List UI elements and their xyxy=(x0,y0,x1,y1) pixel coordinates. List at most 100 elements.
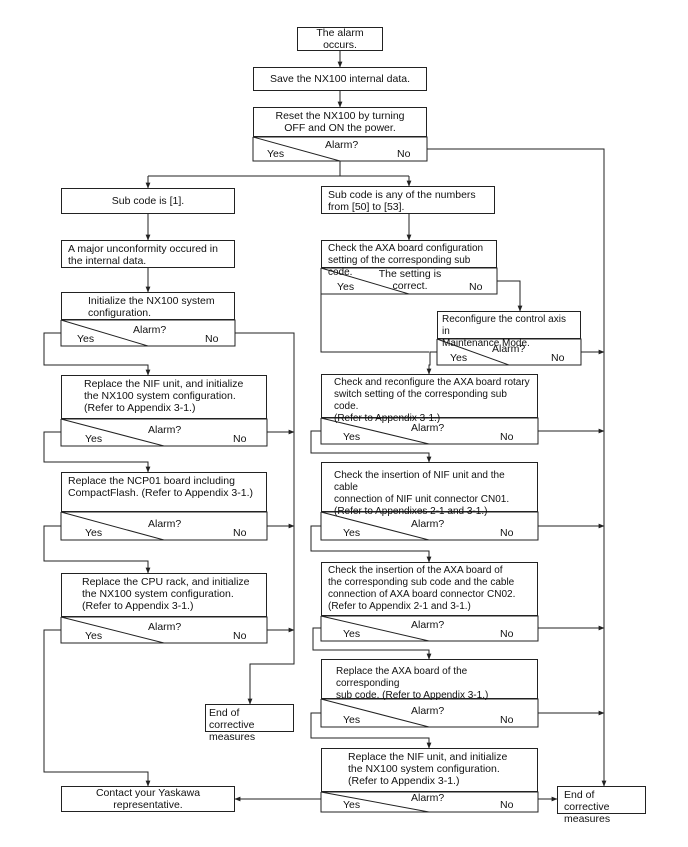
decision-nif-right-no: No xyxy=(500,799,514,811)
decision-nif-ins-question: Alarm? xyxy=(411,518,445,530)
decision-axa-ins-shape xyxy=(320,615,539,642)
sub-code-50-53-box: Sub code is any of the numbers from [50]… xyxy=(321,186,495,214)
replace-ncp01-box: Replace the NCP01 board including Compac… xyxy=(61,472,267,512)
decision-axa-rep-no: No xyxy=(500,714,514,726)
replace-nif-left-box: Replace the NIF unit, and initialize the… xyxy=(61,375,267,419)
decision-nif-left-question: Alarm? xyxy=(148,424,182,436)
decision-axa-rep-question: Alarm? xyxy=(411,705,445,717)
decision-reset-question: Alarm? xyxy=(325,139,359,151)
alarm-occurs-text: The alarm occurs. xyxy=(316,27,364,51)
replace-axa-text: Replace the AXA board of the correspondi… xyxy=(336,666,489,701)
alarm-occurs-box: The alarm occurs. xyxy=(297,27,383,51)
decision-ncp01-shape xyxy=(60,511,268,541)
end-left-text: End of corrective measures xyxy=(209,707,256,743)
decision-cpu-question: Alarm? xyxy=(148,621,182,633)
connector-rotary-yes xyxy=(310,430,432,463)
init-system-box: Initialize the NX100 system configuratio… xyxy=(61,292,235,320)
decision-rotary-question: Alarm? xyxy=(411,422,445,434)
major-unconformity-box: A major unconformity occured in the inte… xyxy=(61,240,235,268)
connector-init-no xyxy=(235,332,295,705)
replace-nif-right-text: Replace the NIF unit, and initialize the… xyxy=(348,751,508,787)
decision-setting-yes: Yes xyxy=(337,281,355,293)
contact-yaskawa-box: Contact your Yaskawa representative. xyxy=(61,786,235,812)
replace-ncp01-text: Replace the NCP01 board including Compac… xyxy=(68,475,254,499)
check-nif-insertion-text: Check the insertion of NIF unit and the … xyxy=(334,470,510,517)
check-axa-insertion-box: Check the insertion of the AXA board of … xyxy=(321,562,538,616)
decision-axis-question: Alarm? xyxy=(492,343,526,355)
connector-nif-left-yes xyxy=(43,431,151,473)
decision-nif-ins-no: No xyxy=(500,527,514,539)
replace-nif-left-text: Replace the NIF unit, and initialize the… xyxy=(84,378,244,414)
decision-axa-ins-no: No xyxy=(500,628,514,640)
decision-cpu-yes: Yes xyxy=(85,630,103,642)
decision-axis-shape xyxy=(436,338,582,366)
decision-nif-right-yes: Yes xyxy=(343,799,361,811)
decision-ncp01-question: Alarm? xyxy=(148,518,182,530)
check-axa-config-box: Check the AXA board configuration settin… xyxy=(321,240,497,278)
connector-setting-yes xyxy=(320,281,429,353)
decision-nif-ins-yes: Yes xyxy=(343,527,361,539)
decision-axa-ins-question: Alarm? xyxy=(411,619,445,631)
decision-cpu-no: No xyxy=(233,630,247,642)
end-right-text: End of corrective measures xyxy=(564,789,611,825)
decision-ncp01-no: No xyxy=(233,527,247,539)
decision-axa-rep-yes: Yes xyxy=(343,714,361,726)
check-rotary-switch-text: Check and reconfigure the AXA board rota… xyxy=(334,377,530,424)
decision-axa-ins-yes: Yes xyxy=(343,628,361,640)
sub-code-1-box: Sub code is [1]. xyxy=(61,188,235,214)
contact-yaskawa-text: Contact your Yaskawa representative. xyxy=(95,787,201,811)
reconfigure-axis-text: Reconfigure the control axis in Maintena… xyxy=(442,314,566,349)
decision-setting-question: The setting is correct. xyxy=(378,268,442,292)
decision-axa-rep-shape xyxy=(320,698,539,728)
connector-cpu-yes xyxy=(43,629,151,787)
connector-axis-yes xyxy=(426,351,437,375)
reconfigure-axis-box: Reconfigure the control axis in Maintena… xyxy=(437,311,581,349)
reset-power-text: Reset the NX100 by turning OFF and ON th… xyxy=(275,110,405,134)
connector-ncp01-yes xyxy=(43,525,151,574)
replace-axa-box: Replace the AXA board of the correspondi… xyxy=(321,659,538,701)
replace-cpu-rack-text: Replace the CPU rack, and initialize the… xyxy=(82,576,250,612)
connector-setting-no xyxy=(497,280,523,312)
check-nif-insertion-box: Check the insertion of NIF unit and the … xyxy=(321,462,538,517)
decision-reset-shape xyxy=(252,136,428,162)
connector-nif-ins-yes xyxy=(310,525,432,563)
sub-code-50-53-text: Sub code is any of the numbers from [50]… xyxy=(328,189,476,213)
sub-code-1-text: Sub code is [1]. xyxy=(111,195,185,207)
decision-nif-ins-shape xyxy=(320,511,539,541)
connector-axa-ins-yes xyxy=(312,627,432,660)
decision-setting-no: No xyxy=(469,281,483,293)
decision-rotary-shape xyxy=(320,417,539,445)
decision-nif-left-shape xyxy=(60,418,268,447)
save-data-box: Save the NX100 internal data. xyxy=(253,67,427,91)
decision-nif-left-yes: Yes xyxy=(85,433,103,445)
decision-ncp01-yes: Yes xyxy=(85,527,103,539)
decision-axis-yes: Yes xyxy=(450,352,468,364)
decision-init-shape xyxy=(60,319,236,347)
decision-nif-left-no: No xyxy=(233,433,247,445)
decision-rotary-no: No xyxy=(500,431,514,443)
end-left-box: End of corrective measures xyxy=(205,704,294,743)
check-axa-insertion-text: Check the insertion of the AXA board of … xyxy=(328,565,516,612)
decision-reset-no: No xyxy=(397,148,411,160)
replace-cpu-rack-box: Replace the CPU rack, and initialize the… xyxy=(61,573,267,617)
decision-cpu-shape xyxy=(60,616,268,644)
end-right-box: End of corrective measures xyxy=(557,786,646,825)
replace-nif-right-box: Replace the NIF unit, and initialize the… xyxy=(321,748,538,792)
decision-nif-right-question: Alarm? xyxy=(411,792,445,804)
decision-init-yes: Yes xyxy=(77,333,95,345)
decision-init-question: Alarm? xyxy=(133,324,167,336)
decision-reset-yes: Yes xyxy=(267,148,285,160)
decision-axis-no: No xyxy=(551,352,565,364)
check-rotary-switch-box: Check and reconfigure the AXA board rota… xyxy=(321,374,538,424)
major-unconformity-text: A major unconformity occured in the inte… xyxy=(68,243,218,267)
decision-init-no: No xyxy=(205,333,219,345)
connector-reset-no-right xyxy=(427,148,605,778)
init-system-text: Initialize the NX100 system configuratio… xyxy=(88,295,215,319)
connector-axa-rep-yes xyxy=(310,712,432,749)
decision-rotary-yes: Yes xyxy=(343,431,361,443)
connector-init-yes xyxy=(43,332,151,376)
reset-power-box: Reset the NX100 by turning OFF and ON th… xyxy=(253,107,427,137)
save-data-text: Save the NX100 internal data. xyxy=(269,73,411,85)
check-axa-config-text: Check the AXA board configuration settin… xyxy=(328,243,484,278)
